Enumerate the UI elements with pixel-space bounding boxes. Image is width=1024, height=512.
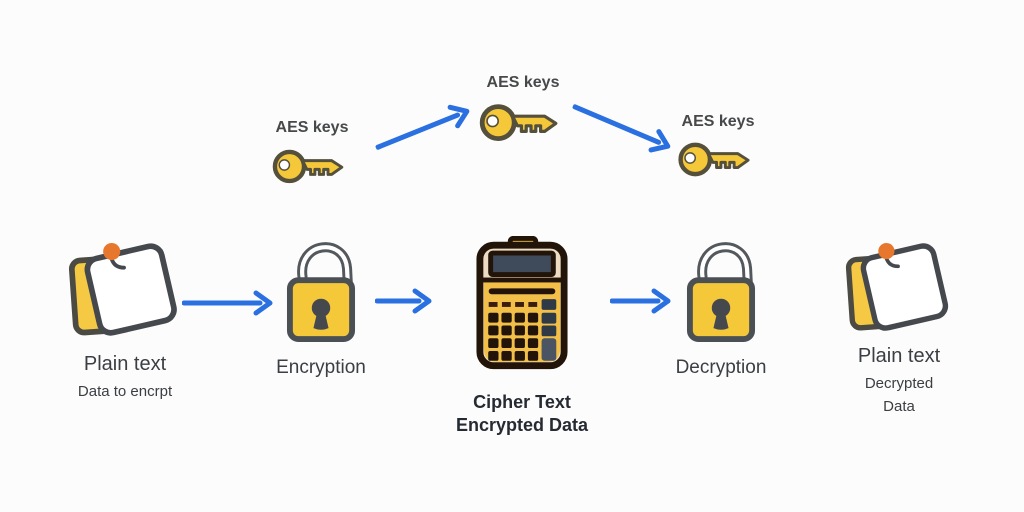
aes-key-1: AES keys bbox=[252, 119, 372, 188]
aes-key-3-label: AES keys bbox=[681, 113, 755, 130]
aes-key-2-label: AES keys bbox=[486, 74, 560, 91]
cipher-subtitle: Encrypted Data bbox=[455, 415, 589, 436]
open-padlock-icon bbox=[686, 242, 756, 342]
aes-key-1-label: AES keys bbox=[275, 119, 349, 136]
plain-text-left-node: Plain text Data to encrpt bbox=[56, 240, 194, 403]
arrow-cipher-to-decryption bbox=[610, 287, 672, 315]
plain-text-right-subtitle-line2: Data bbox=[883, 398, 915, 416]
key-icon bbox=[272, 149, 344, 184]
decryption-label: Decryption bbox=[675, 357, 767, 378]
plain-text-right-title: Plain text bbox=[857, 345, 941, 367]
aes-key-3: AES keys bbox=[658, 113, 778, 180]
aes-key-2: AES keys bbox=[463, 74, 583, 145]
decryption-node: Decryption bbox=[661, 238, 781, 379]
sticky-note-icon bbox=[68, 242, 177, 336]
cipher-caption: Cipher Text Encrypted Data bbox=[452, 391, 592, 438]
arrow-key1-to-key2 bbox=[371, 97, 476, 161]
arrow-plaintext-to-encryption bbox=[182, 289, 274, 317]
plain-text-right-subtitle: Decrypted Data bbox=[836, 372, 962, 419]
plain-text-right-node: Plain text Decrypted Data bbox=[836, 240, 962, 419]
key-icon bbox=[479, 104, 558, 141]
calculator-icon bbox=[476, 236, 568, 370]
arrow-encryption-to-cipher bbox=[375, 287, 433, 315]
arrow-key2-to-key3 bbox=[568, 93, 677, 161]
open-padlock-icon bbox=[286, 242, 356, 342]
encryption-node: Encryption bbox=[261, 238, 381, 379]
plain-text-left-subtitle: Data to encrpt bbox=[77, 383, 173, 400]
cipher-title: Cipher Text bbox=[473, 392, 571, 412]
plain-text-right-subtitle-line1: Decrypted bbox=[864, 375, 934, 392]
sticky-note-icon bbox=[845, 242, 949, 331]
encryption-label: Encryption bbox=[276, 357, 366, 378]
plain-text-left-title: Plain text bbox=[83, 353, 167, 375]
key-icon bbox=[678, 142, 750, 177]
cipher-node: Cipher Text Encrypted Data bbox=[452, 236, 592, 438]
